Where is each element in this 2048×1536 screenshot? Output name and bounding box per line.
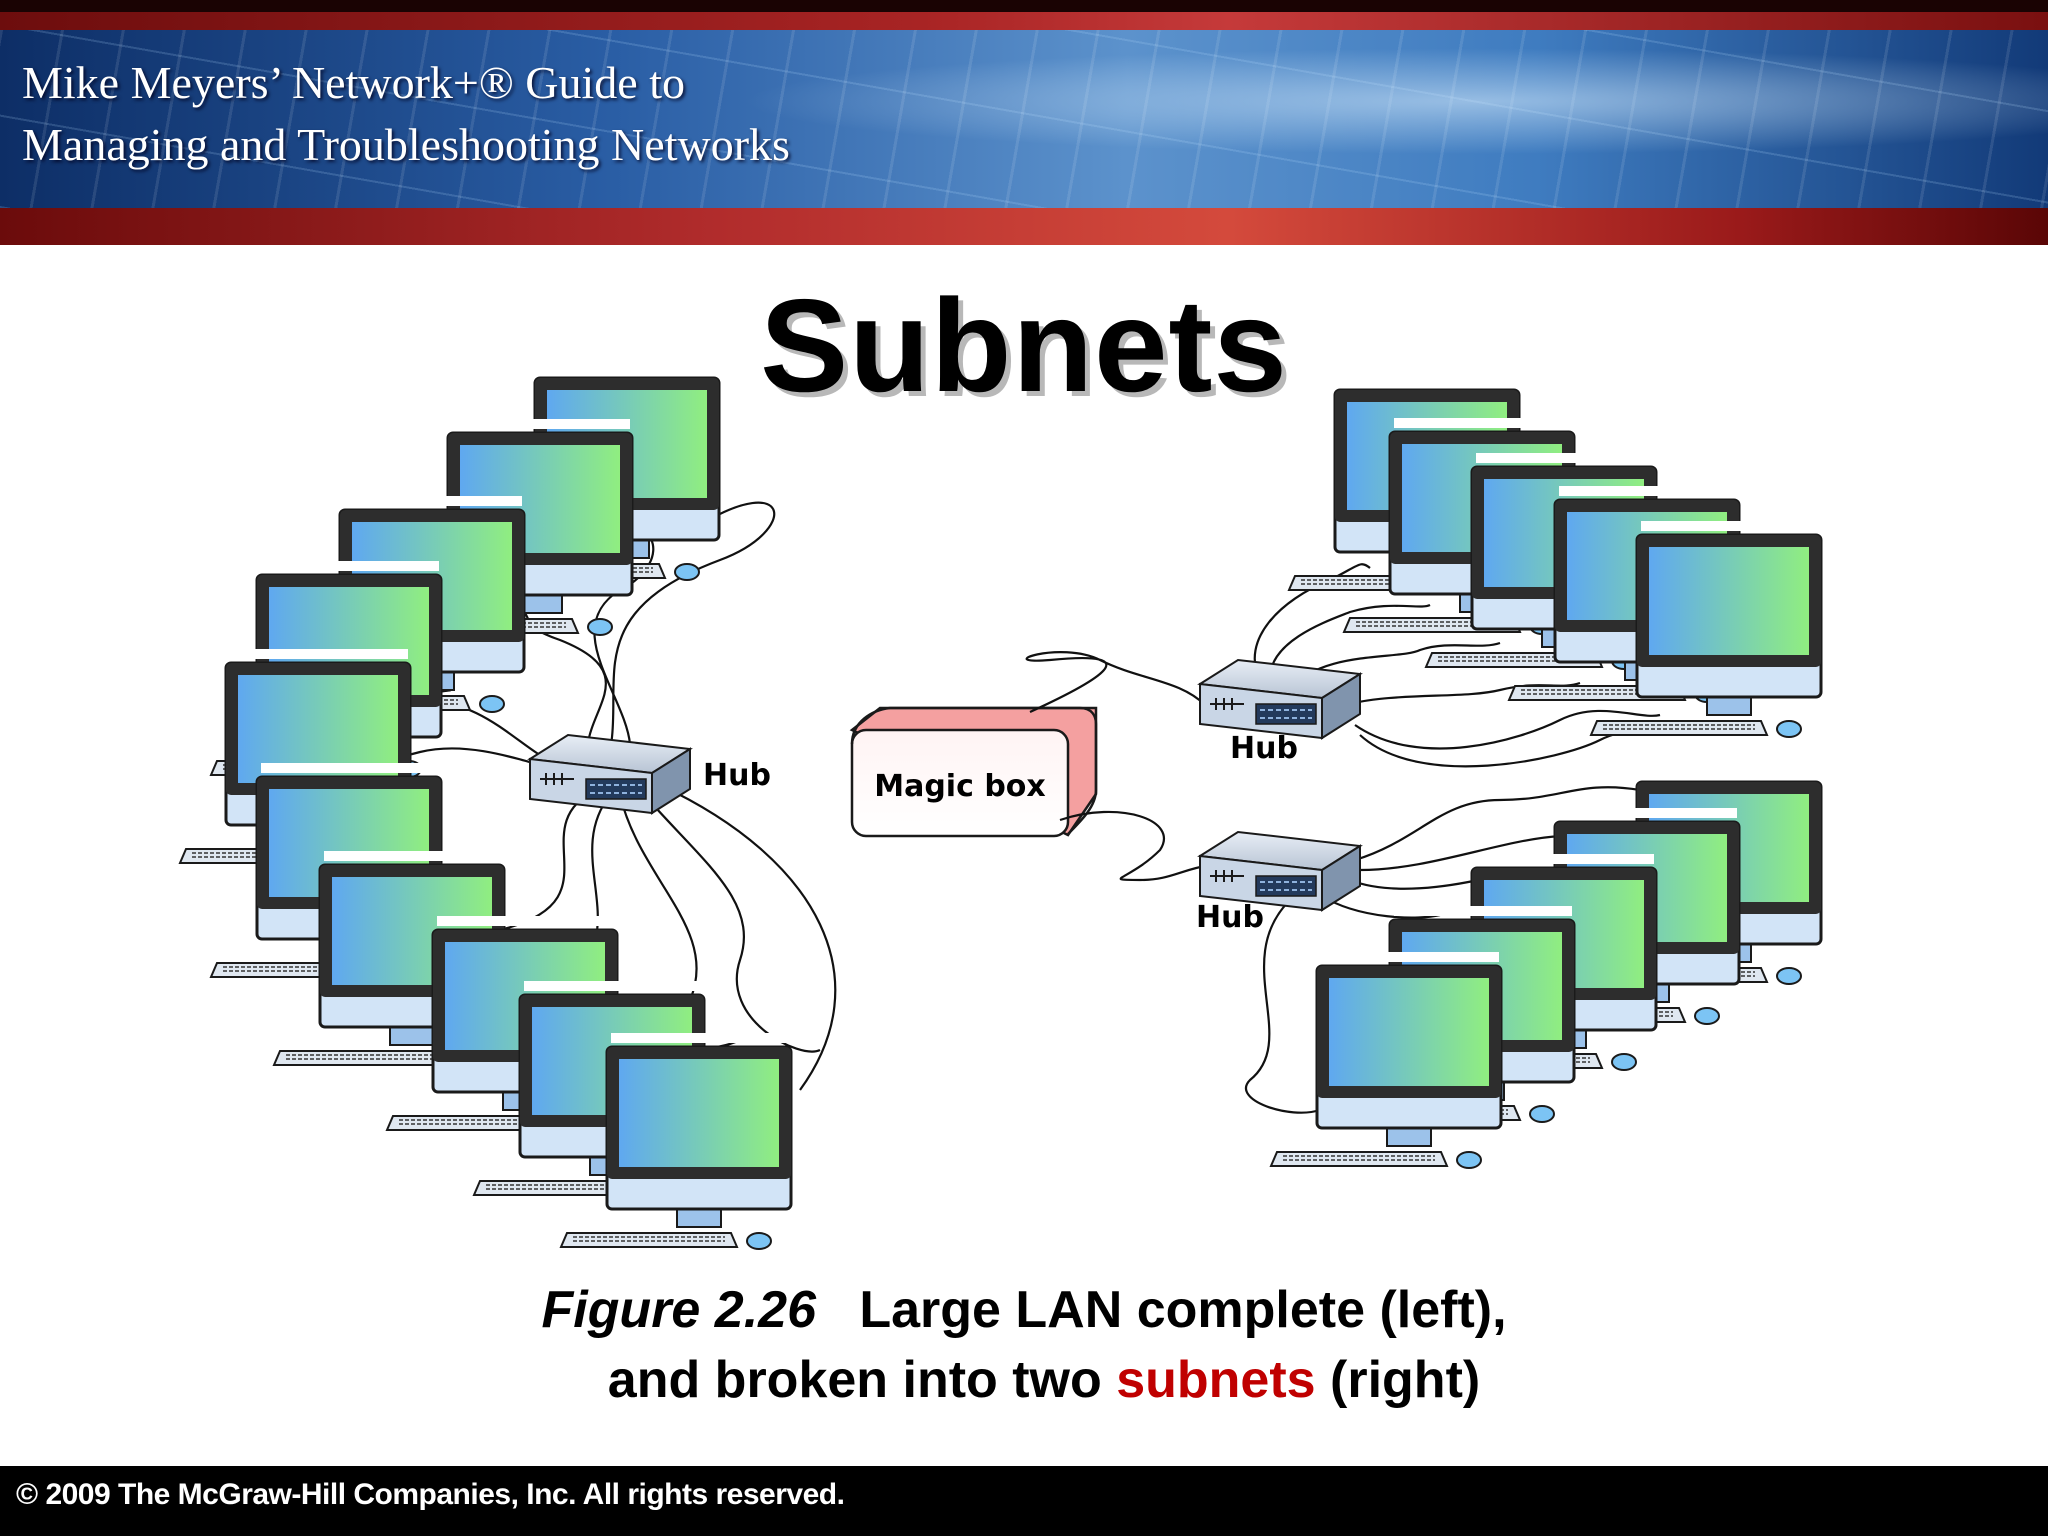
caption-line2-prefix: and broken into two: [607, 1351, 1102, 1409]
left-hub: [529, 734, 691, 814]
caption-line2: and broken into two subnets (right): [0, 1345, 2048, 1415]
right-bottom-hub-label: Hub: [1196, 900, 1264, 935]
right-bottom-computer-5: [1269, 950, 1503, 1170]
caption-line1-text: Large LAN complete (left),: [859, 1281, 1507, 1339]
caption-line1: Figure 2.26 Large LAN complete (left),: [0, 1275, 2048, 1345]
header-banner: Mike Meyers’ Network+® Guide to Managing…: [0, 0, 2048, 245]
figure-number: Figure 2.26: [541, 1281, 817, 1339]
right-top-hub: [1199, 659, 1361, 739]
right-bottom-hub: [1199, 831, 1361, 911]
banner-red-bar: [0, 12, 2048, 30]
magic-box-cables: [1025, 651, 1211, 882]
banner-title-line2: Managing and Troubleshooting Networks: [22, 119, 790, 170]
caption-line2-suffix: (right): [1330, 1351, 1481, 1409]
magic-box-label: Magic box: [874, 769, 1046, 804]
banner-title-line1: Mike Meyers’ Network+® Guide to: [22, 57, 686, 108]
banner-top-line: [0, 0, 2048, 12]
left-hub-label: Hub: [703, 758, 771, 793]
copyright-notice: © 2009 The McGraw-Hill Companies, Inc. A…: [16, 1478, 845, 1511]
banner-network-photo: [0, 30, 2048, 208]
magic-box: Magic box: [849, 706, 1098, 838]
slide-title: Subnets: [760, 272, 1288, 419]
caption-highlight-subnets: subnets: [1116, 1351, 1316, 1409]
banner-bottom-bar: [0, 208, 2048, 245]
figure-caption: Figure 2.26 Large LAN complete (left), a…: [0, 1275, 2048, 1415]
banner-title: Mike Meyers’ Network+® Guide to Managing…: [22, 52, 790, 176]
footer-bar: © 2009 The McGraw-Hill Companies, Inc. A…: [0, 1466, 2048, 1536]
right-top-hub-label: Hub: [1230, 731, 1298, 766]
